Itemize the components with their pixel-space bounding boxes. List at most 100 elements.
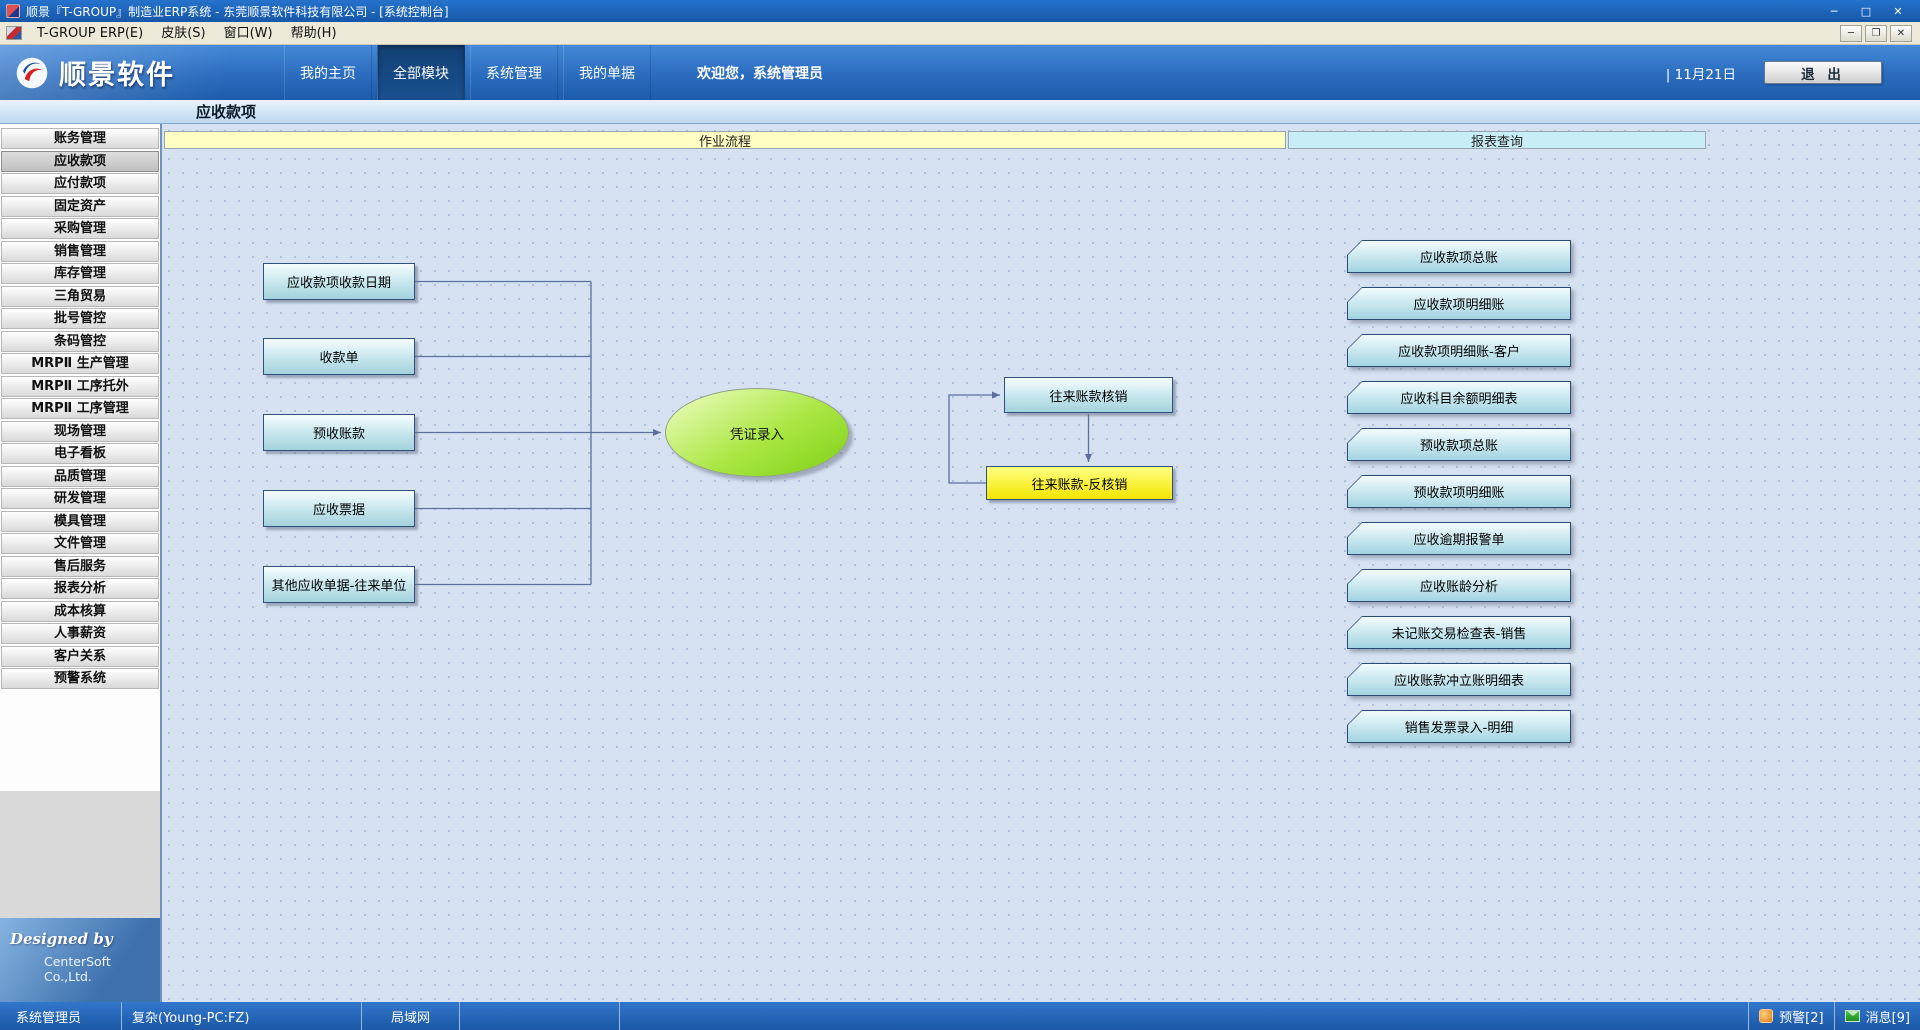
sidebar-item[interactable]: 品质管理 xyxy=(1,465,159,487)
report-button[interactable]: 应收账龄分析 xyxy=(1347,569,1571,602)
report-button-label: 应收账款冲立账明细表 xyxy=(1348,664,1570,695)
report-button[interactable]: 应收账款冲立账明细表 xyxy=(1347,663,1571,696)
report-button-label: 应收账龄分析 xyxy=(1348,570,1570,601)
sidebar-item[interactable]: 模具管理 xyxy=(1,510,159,532)
banner: 顺景软件 我的主页全部模块系统管理我的单据 欢迎您，系统管理员 | 11月21日… xyxy=(0,45,1920,100)
sidebar-item[interactable]: 库存管理 xyxy=(1,263,159,284)
sidebar-item[interactable]: MRPⅡ 工序托外 xyxy=(1,375,159,397)
report-button[interactable]: 销售发票录入-明细 xyxy=(1347,710,1571,743)
report-button[interactable]: 预收款项总账 xyxy=(1347,428,1571,461)
nav-tab[interactable]: 系统管理 xyxy=(470,45,558,100)
report-button-label: 销售发票录入-明细 xyxy=(1348,711,1570,742)
sidebar-item[interactable]: 文件管理 xyxy=(1,533,159,554)
report-button-shape: 应收科目余额明细表 xyxy=(1347,381,1571,414)
app-logo-icon xyxy=(6,4,20,18)
sidebar-item[interactable]: 报表分析 xyxy=(1,578,159,599)
sidebar-item[interactable]: 成本核算 xyxy=(1,600,159,622)
sidebar-item[interactable]: 研发管理 xyxy=(1,488,159,509)
status-user: 系统管理员 xyxy=(0,1002,122,1030)
sidebar-item[interactable]: MRPⅡ 工序管理 xyxy=(1,398,159,419)
sidebar-item[interactable]: 批号管控 xyxy=(1,308,159,329)
flow-node-source[interactable]: 收款单 xyxy=(263,338,415,375)
banner-right: | 11月21日 退 出 xyxy=(1666,45,1920,100)
sidebar-item[interactable]: 应收款项 xyxy=(1,150,159,172)
report-button[interactable]: 应收科目余额明细表 xyxy=(1347,381,1571,414)
maximize-icon[interactable]: □ xyxy=(1860,4,1872,18)
sidebar: 账务管理应收款项应付款项固定资产采购管理销售管理库存管理三角贸易批号管控条码管控… xyxy=(0,124,162,1002)
menu-item[interactable]: 帮助(H) xyxy=(290,25,337,41)
report-button-label: 应收款项总账 xyxy=(1348,241,1570,272)
sidebar-item[interactable]: 三角贸易 xyxy=(1,285,159,307)
nav-tab[interactable]: 我的主页 xyxy=(284,45,372,100)
flow-node-source[interactable]: 其他应收单据-往来单位 xyxy=(263,566,415,603)
mdi-window-controls: ─ ❐ ✕ xyxy=(1840,24,1916,42)
welcome-text: 欢迎您，系统管理员 xyxy=(697,65,823,82)
report-button[interactable]: 应收款项总账 xyxy=(1347,240,1571,273)
sidebar-item[interactable]: 账务管理 xyxy=(1,128,159,149)
report-button[interactable]: 应收款项明细账-客户 xyxy=(1347,334,1571,367)
report-button-label: 应收逾期报警单 xyxy=(1348,523,1570,554)
report-button-shape: 应收逾期报警单 xyxy=(1347,522,1571,555)
report-button-shape: 应收款项明细账 xyxy=(1347,287,1571,320)
sidebar-gap-gray xyxy=(0,790,160,918)
message-count: 消息[9] xyxy=(1865,1010,1910,1026)
sidebar-item[interactable]: 人事薪资 xyxy=(1,623,159,644)
close-icon[interactable]: ✕ xyxy=(1893,4,1903,18)
sidebar-item[interactable]: 预警系统 xyxy=(1,668,159,689)
sidebar-item[interactable]: 销售管理 xyxy=(1,240,159,262)
brand-logo: 顺景软件 xyxy=(0,45,284,100)
sidebar-item[interactable]: 采购管理 xyxy=(1,218,159,239)
mdi-child-icon xyxy=(6,26,22,40)
menu-items: T-GROUP ERP(E) 皮肤(S) 窗口(W) 帮助(H) xyxy=(28,23,346,44)
mdi-close-icon[interactable]: ✕ xyxy=(1890,24,1912,42)
flow-node-reverse-verify[interactable]: 往来账款-反核销 xyxy=(986,466,1173,500)
sidebar-item[interactable]: MRPⅡ 生产管理 xyxy=(1,353,159,374)
sidebar-credit: Designed by CenterSoft Co.,Ltd. xyxy=(0,918,160,1002)
sidebar-item[interactable]: 电子看板 xyxy=(1,443,159,464)
window-controls: ─ □ ✕ xyxy=(1818,2,1914,21)
report-button-shape: 应收账款冲立账明细表 xyxy=(1347,663,1571,696)
mdi-restore-icon[interactable]: ❐ xyxy=(1865,24,1887,42)
banner-tabs: 我的主页全部模块系统管理我的单据 xyxy=(284,45,651,100)
sidebar-item[interactable]: 现场管理 xyxy=(1,420,159,442)
sidebar-item[interactable]: 条码管控 xyxy=(1,330,159,352)
menu-item[interactable]: T-GROUP ERP(E) xyxy=(37,25,144,41)
flow-node-source[interactable]: 预收账款 xyxy=(263,414,415,451)
menu-item[interactable]: 皮肤(S) xyxy=(161,25,206,41)
brand-name: 顺景软件 xyxy=(59,60,175,91)
report-button-shape: 销售发票录入-明细 xyxy=(1347,710,1571,743)
report-button-shape: 未记账交易检查表-销售 xyxy=(1347,616,1571,649)
mdi-minimize-icon[interactable]: ─ xyxy=(1840,24,1862,42)
exit-button[interactable]: 退 出 xyxy=(1764,61,1882,84)
status-cell-empty xyxy=(460,1002,620,1030)
report-button-shape: 预收款项总账 xyxy=(1347,428,1571,461)
minimize-icon[interactable]: ─ xyxy=(1830,4,1838,18)
report-button[interactable]: 应收逾期报警单 xyxy=(1347,522,1571,555)
report-button[interactable]: 预收款项明细账 xyxy=(1347,475,1571,508)
content: 账务管理应收款项应付款项固定资产采购管理销售管理库存管理三角贸易批号管控条码管控… xyxy=(0,124,1920,1002)
report-button[interactable]: 未记账交易检查表-销售 xyxy=(1347,616,1571,649)
window-title: 顺景『T-GROUP』制造业ERP系统 - 东莞顺景软件科技有限公司 - [系统… xyxy=(26,4,449,19)
menu-item[interactable]: 窗口(W) xyxy=(223,25,273,41)
report-button-shape: 应收款项总账 xyxy=(1347,240,1571,273)
sidebar-item[interactable]: 售后服务 xyxy=(1,555,159,577)
flow-node-source[interactable]: 应收款项收款日期 xyxy=(263,263,415,300)
report-button[interactable]: 应收款项明细账 xyxy=(1347,287,1571,320)
page-title: 应收款项 xyxy=(196,103,257,121)
flow-node-verify[interactable]: 往来账款核销 xyxy=(1004,377,1173,413)
status-messages[interactable]: 消息[9] xyxy=(1833,1002,1920,1030)
report-button-shape: 应收款项明细账-客户 xyxy=(1347,334,1571,367)
sidebar-item[interactable]: 应付款项 xyxy=(1,173,159,194)
flow-connectors xyxy=(415,280,1092,586)
status-alerts[interactable]: 预警[2] xyxy=(1748,1002,1833,1030)
flow-node-voucher-entry[interactable]: 凭证录入 xyxy=(665,388,849,477)
workflow-canvas: 作业流程 报表查询 应收款项收款日期收款单预收账款应收票据其他应收单据-往来单位… xyxy=(162,124,1920,1002)
sidebar-item[interactable]: 客户关系 xyxy=(1,645,159,667)
flow-node-source[interactable]: 应收票据 xyxy=(263,490,415,527)
nav-tab[interactable]: 我的单据 xyxy=(563,45,651,100)
sidebar-item[interactable]: 固定资产 xyxy=(1,195,159,217)
nav-tab[interactable]: 全部模块 xyxy=(377,45,465,100)
message-icon xyxy=(1844,1010,1860,1022)
report-button-label: 预收款项明细账 xyxy=(1348,476,1570,507)
